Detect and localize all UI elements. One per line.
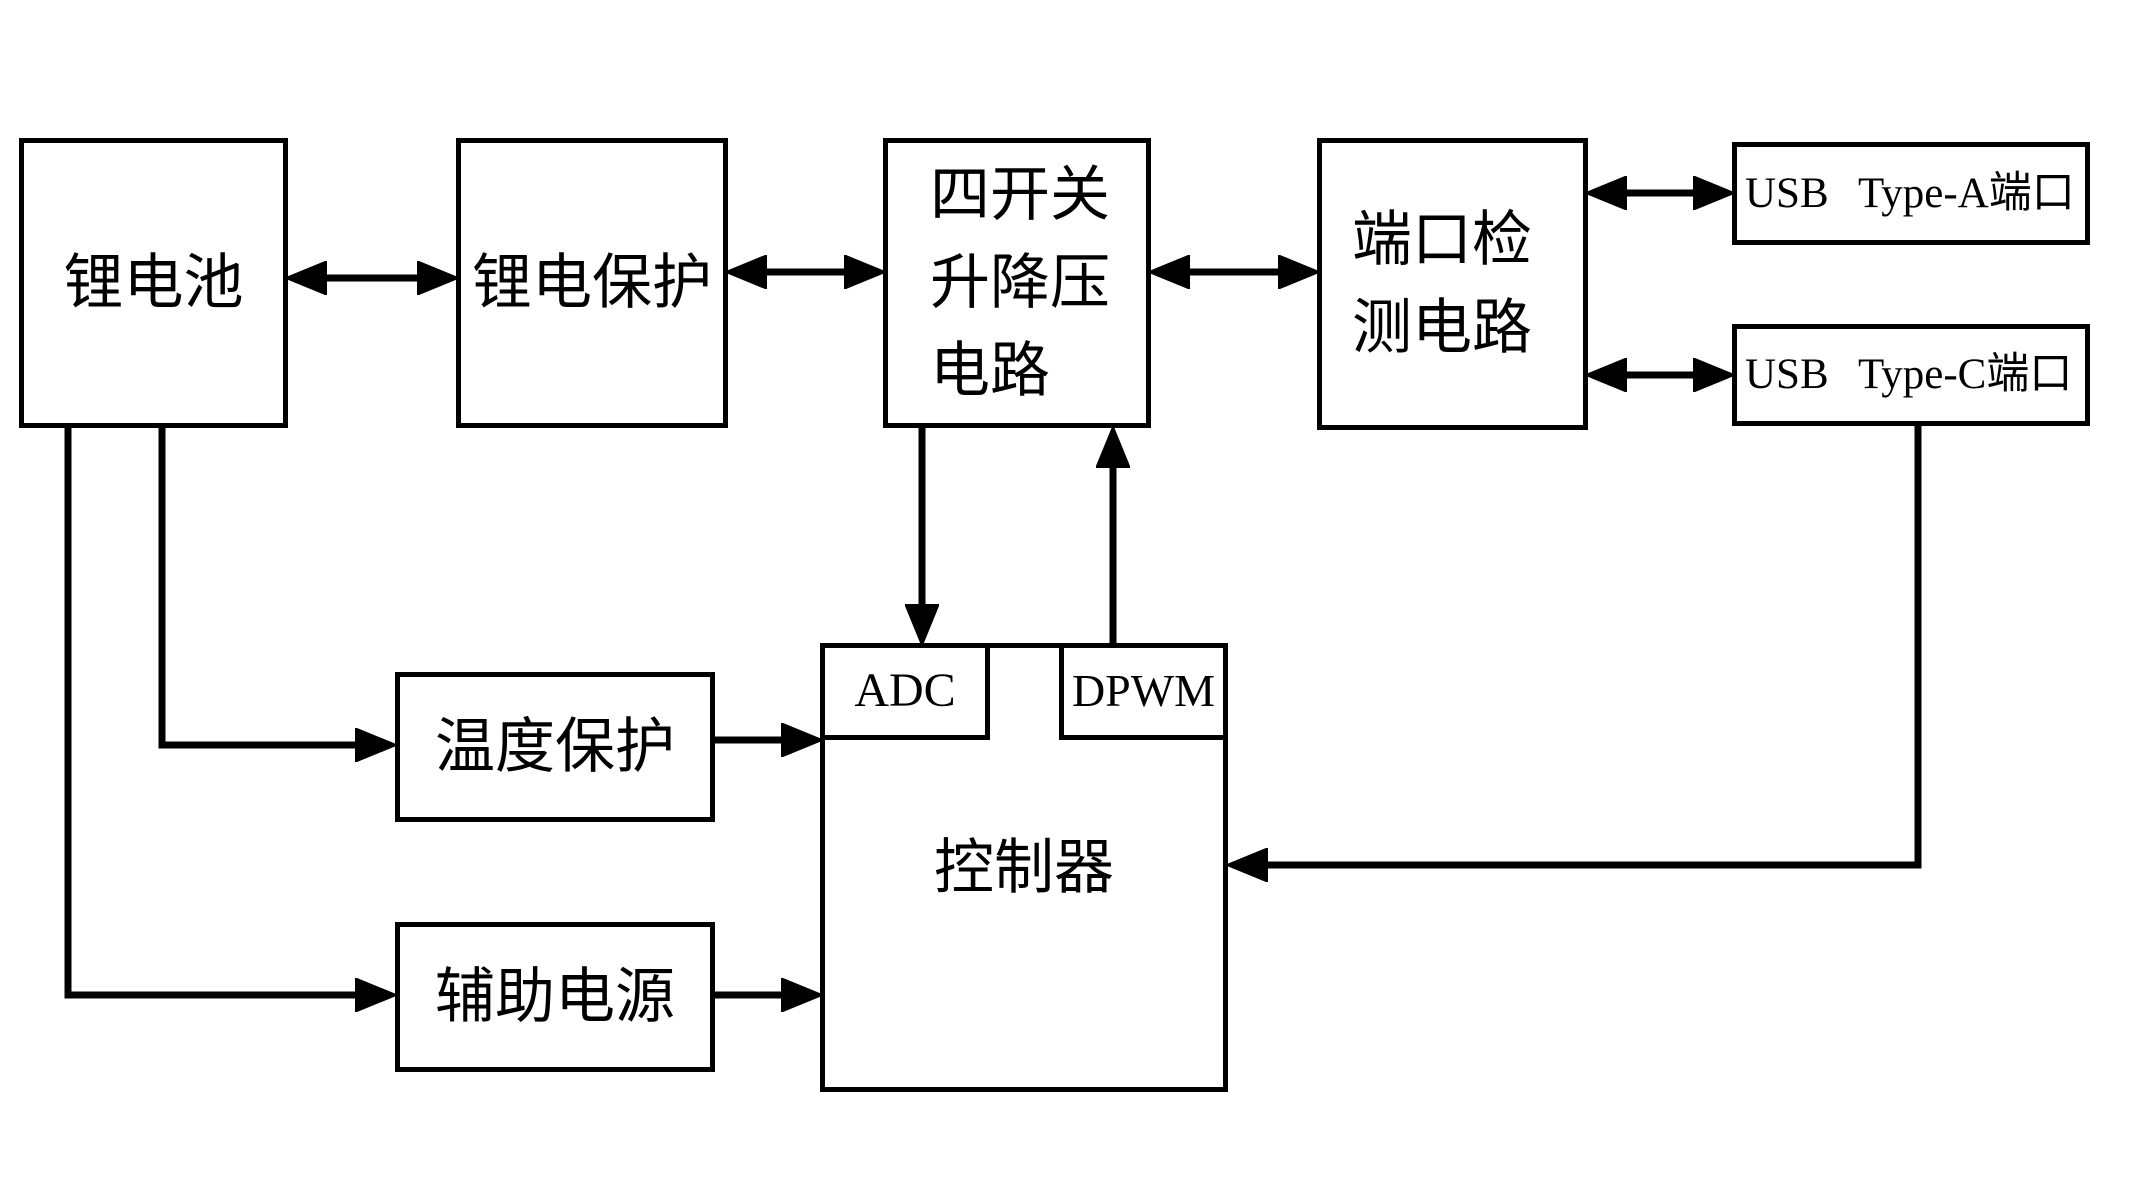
block-port-detection-line1: 端口检 (1352, 207, 1532, 273)
block-battery-label: 锂电池 (63, 250, 244, 316)
block-temperature-protection-label: 温度保护 (435, 714, 675, 780)
block-usb-type-c-label: USB Type-C端口 (1745, 351, 2073, 399)
block-dpwm: DPWM (1059, 643, 1228, 740)
block-buck-boost-circuit: 四开关 升降压 电路 (883, 138, 1151, 428)
block-usb-type-a-port: USB Type-A端口 (1732, 142, 2090, 245)
block-battery-protection-label: 锂电保护 (472, 250, 712, 316)
block-buck-boost-line3: 电路 (930, 338, 1050, 404)
block-buck-boost-line2: 升降压 (930, 250, 1110, 316)
arrow-usbc-controller (1234, 426, 1922, 865)
arrow-battery-temp (158, 426, 389, 745)
block-battery: 锂电池 (19, 138, 288, 428)
block-temperature-protection: 温度保护 (395, 672, 715, 822)
block-port-detection-line2: 测电路 (1352, 295, 1532, 361)
block-port-detection-circuit: 端口检 测电路 (1317, 138, 1588, 430)
block-auxiliary-power: 辅助电源 (395, 922, 715, 1072)
arrow-battery-aux (64, 426, 389, 995)
block-auxiliary-power-label: 辅助电源 (435, 964, 675, 1030)
block-dpwm-label: DPWM (1071, 665, 1216, 717)
block-battery-protection: 锂电保护 (456, 138, 728, 428)
block-adc-label: ADC (854, 664, 956, 718)
block-controller-label: 控制器 (934, 834, 1114, 901)
block-usb-type-c-port: USB Type-C端口 (1732, 324, 2090, 426)
block-buck-boost-line1: 四开关 (930, 162, 1110, 228)
block-adc: ADC (820, 643, 990, 740)
block-usb-type-a-label: USB Type-A端口 (1745, 169, 2075, 217)
